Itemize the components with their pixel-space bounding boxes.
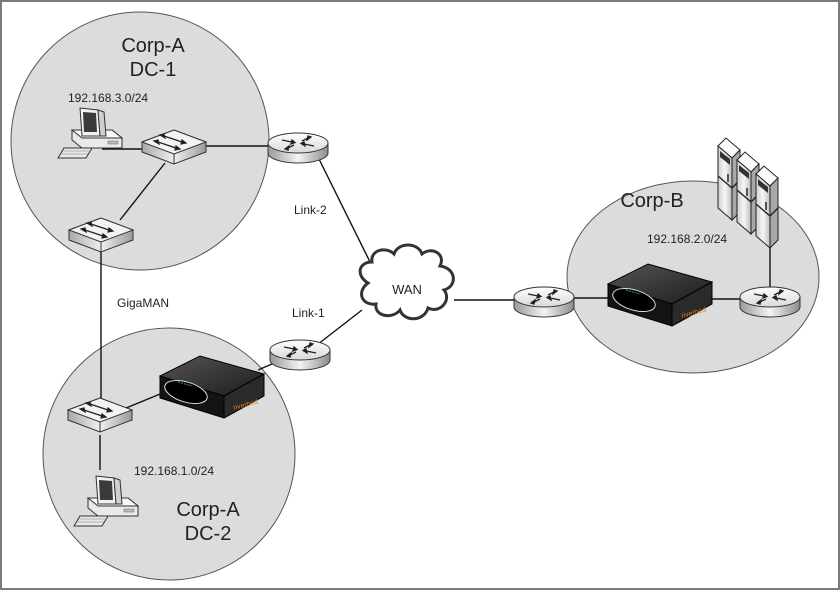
subnet-dc1: 192.168.3.0/24 — [68, 91, 148, 105]
wan-label: WAN — [392, 282, 422, 297]
links — [99, 145, 771, 470]
wan-cloud: WAN — [358, 243, 455, 321]
subnet-corp-b: 192.168.2.0/24 — [647, 232, 727, 246]
link-1-label: Link-1 — [292, 306, 325, 320]
link-switch3-appliance-a — [125, 391, 166, 409]
link-appliance-a-router-dc2 — [257, 363, 273, 371]
router-icon-corp-b-edge — [513, 286, 575, 318]
site-name-corp-b: Corp-B — [620, 190, 683, 212]
link-switch1-switch2 — [119, 162, 166, 221]
router-icon-dc1 — [267, 132, 329, 164]
link-1 — [312, 309, 363, 349]
site-corp-a-dc2 — [42, 327, 296, 581]
site-name-dc2-line1: Corp-A — [176, 499, 240, 521]
gigaman-label: GigaMAN — [117, 296, 169, 310]
link-2-label: Link-2 — [294, 203, 327, 217]
site-name-dc1-line2: DC-1 — [130, 59, 177, 81]
subnet-dc2: 192.168.1.0/24 — [134, 464, 214, 478]
link-2 — [317, 156, 375, 271]
router-icon-corp-b-lan — [739, 286, 801, 318]
router-icon-dc2 — [269, 339, 331, 371]
site-name-dc1-line1: Corp-A — [121, 35, 185, 57]
site-name-dc2-line2: DC-2 — [185, 523, 232, 545]
